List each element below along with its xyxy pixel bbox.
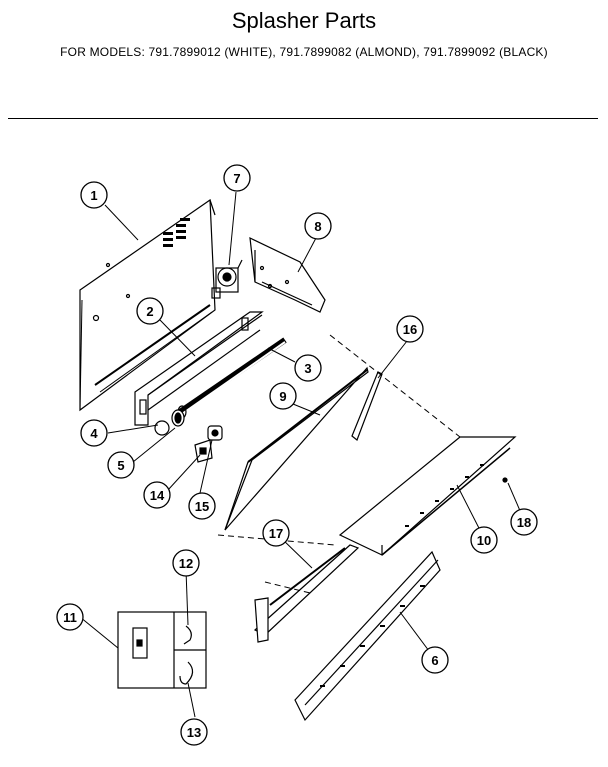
assembly-dash-lines xyxy=(217,334,461,594)
callout-12: 12 xyxy=(179,556,193,571)
part-2-channel xyxy=(134,311,264,426)
part-6-vent-panel xyxy=(294,550,441,722)
part-4-5-washers xyxy=(154,409,185,436)
callout-11: 11 xyxy=(63,610,77,625)
callout-7: 7 xyxy=(233,171,240,186)
callout-circles xyxy=(56,164,538,746)
callout-8: 8 xyxy=(314,219,321,234)
callout-14: 14 xyxy=(150,488,165,503)
part-7-knob xyxy=(211,259,243,299)
callout-1: 1 xyxy=(90,188,97,203)
callout-9: 9 xyxy=(279,389,286,404)
part-10-shelf xyxy=(338,436,517,556)
callout-10: 10 xyxy=(477,533,491,548)
part-8-side-bracket xyxy=(249,236,326,313)
callout-labels: 1 7 8 2 3 4 5 14 15 9 16 10 18 17 6 11 1… xyxy=(63,171,531,740)
callout-6: 6 xyxy=(431,653,438,668)
part-18-screw xyxy=(502,477,508,483)
callout-15: 15 xyxy=(195,499,209,514)
part-16-trim xyxy=(351,371,383,441)
callout-17: 17 xyxy=(269,526,283,541)
callout-5: 5 xyxy=(117,458,124,473)
part-15-switch xyxy=(207,425,223,441)
callout-4: 4 xyxy=(90,426,98,441)
part-17-rail xyxy=(253,544,360,643)
callout-16: 16 xyxy=(403,322,417,337)
models-subtitle: FOR MODELS: 791.7899012 (WHITE), 791.789… xyxy=(60,45,548,59)
callout-13: 13 xyxy=(187,725,201,740)
callout-2: 2 xyxy=(146,304,153,319)
callout-18: 18 xyxy=(517,515,531,530)
header-divider xyxy=(8,118,598,119)
part-9-glass xyxy=(224,366,369,531)
page-title: Splasher Parts xyxy=(231,8,377,33)
callout-3: 3 xyxy=(304,361,311,376)
part-11-inset-box xyxy=(117,611,207,689)
